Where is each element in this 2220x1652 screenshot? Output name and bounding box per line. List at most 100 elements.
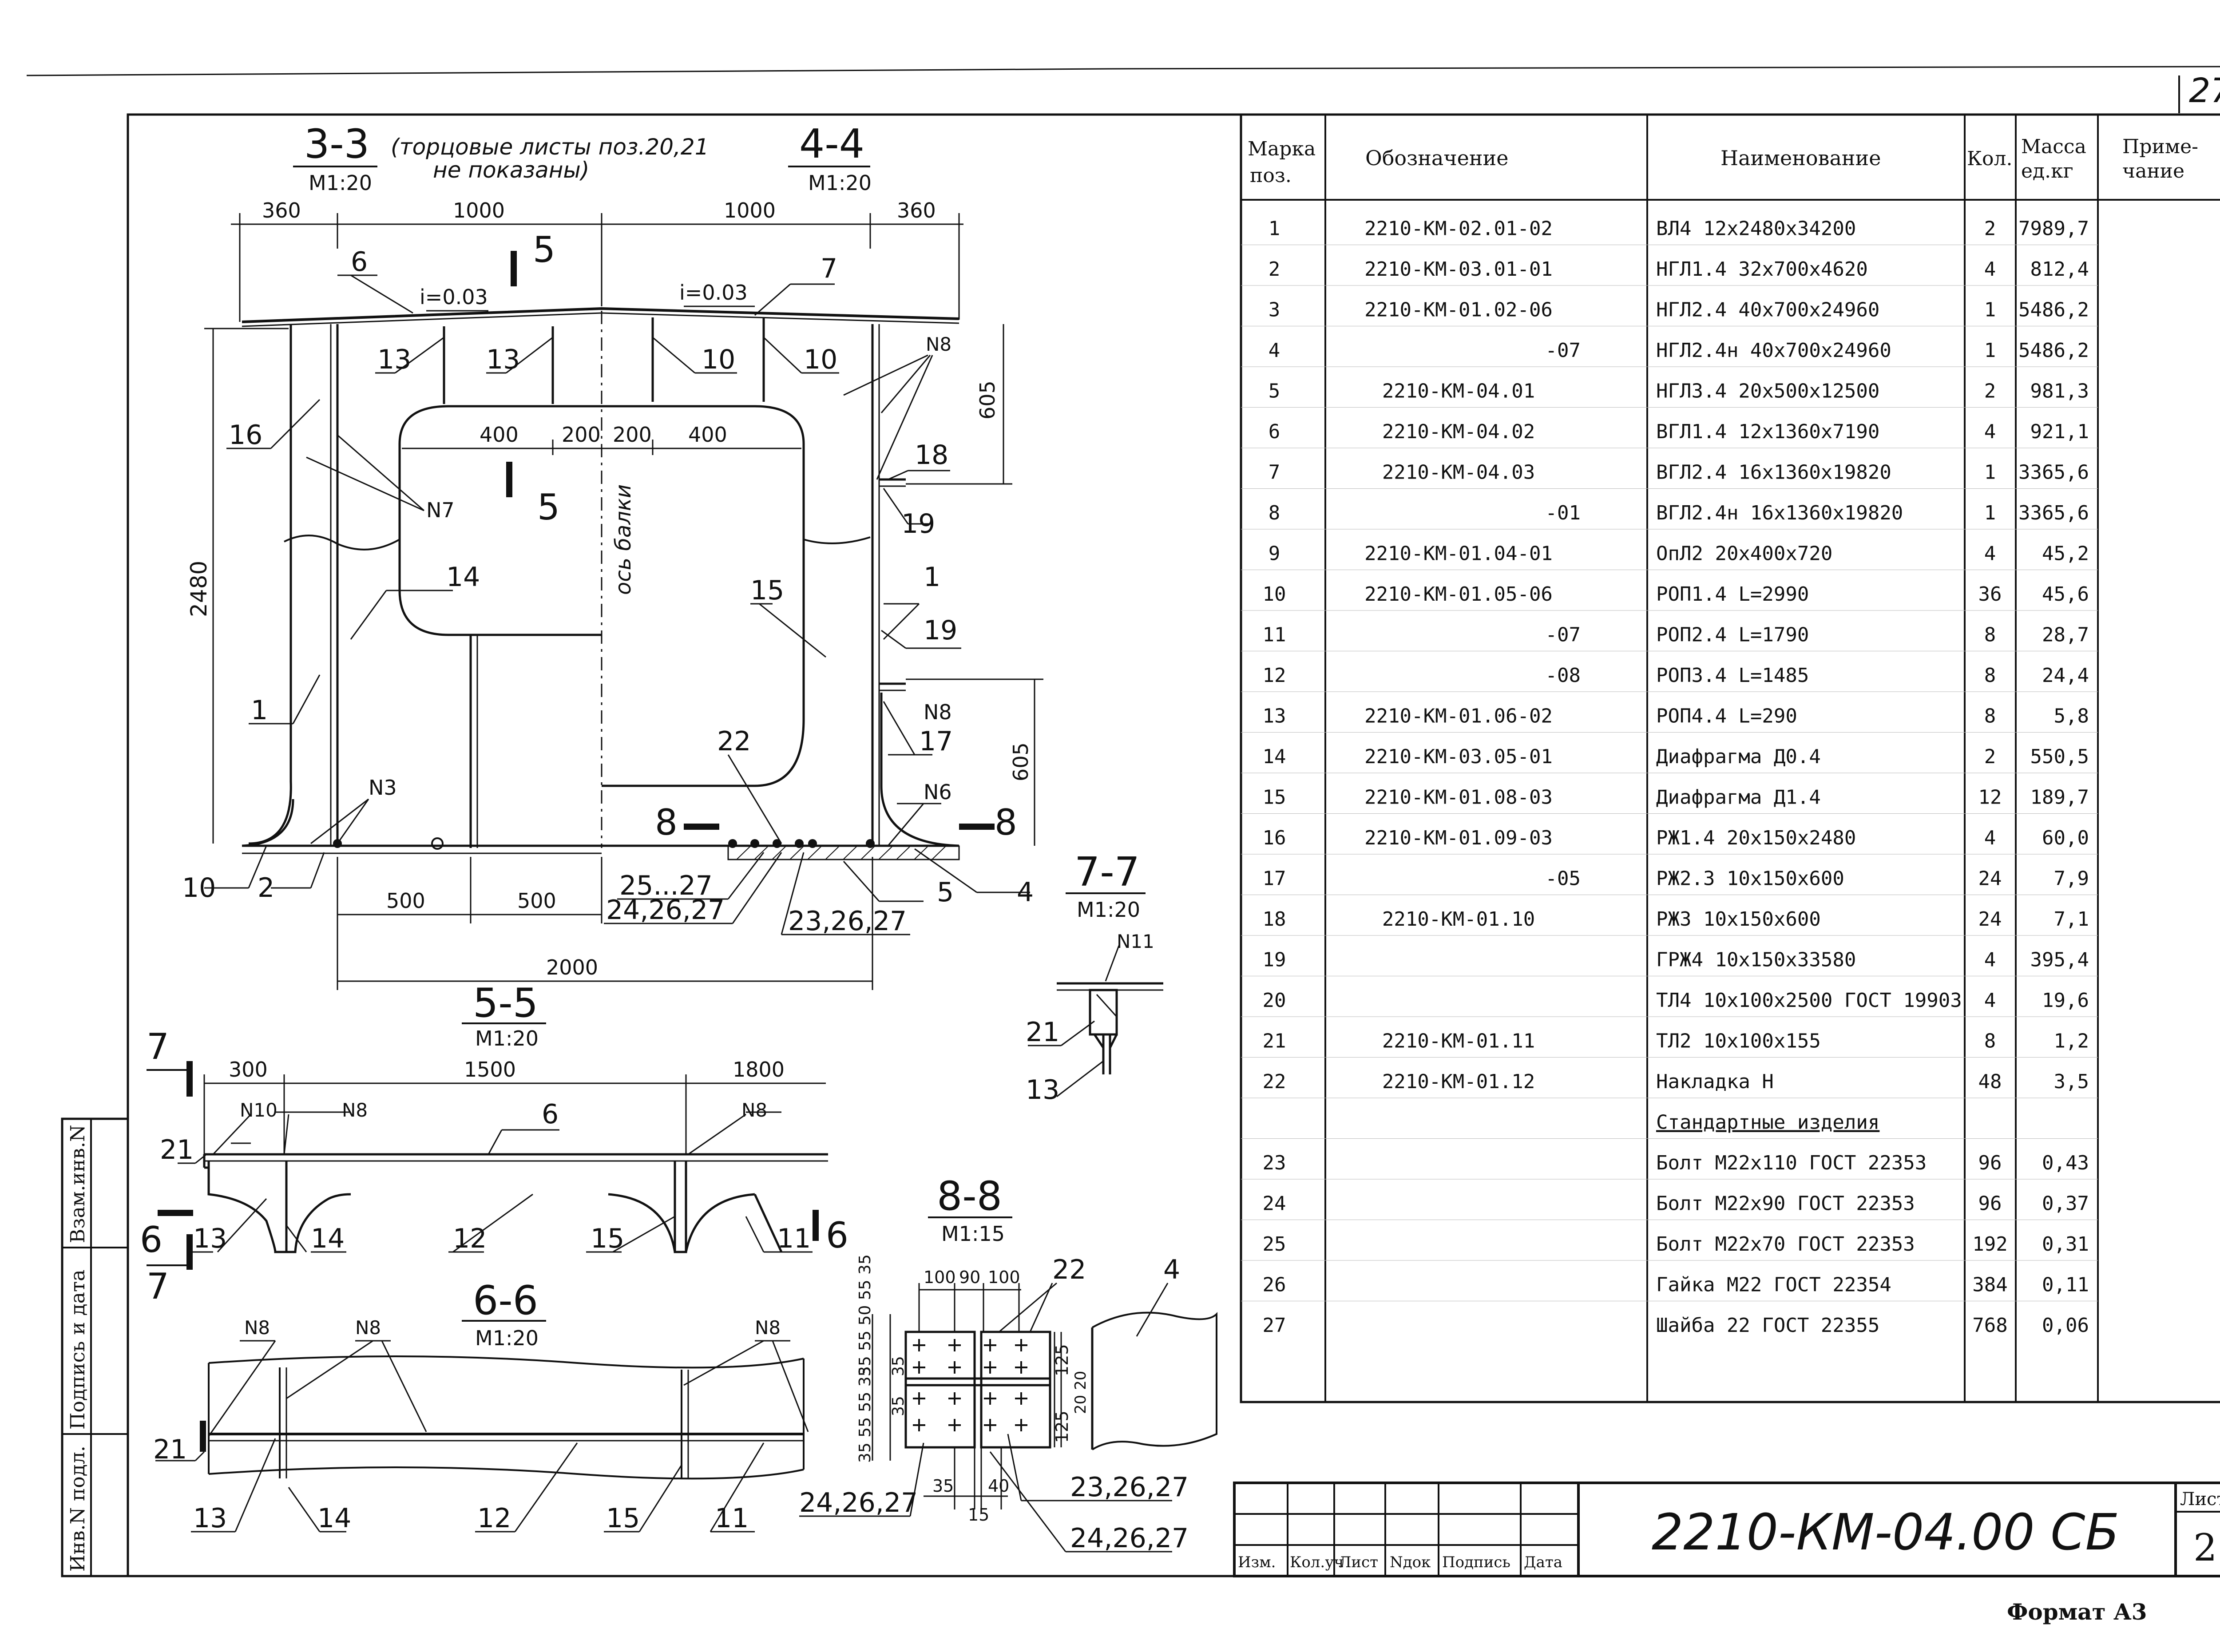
table-header-note: Приме-чание <box>2122 135 2198 182</box>
pos-13-label-66: 13 <box>193 1503 227 1534</box>
table-cell: 7,1 <box>2054 908 2089 931</box>
sheet-frame <box>26 66 2220 1577</box>
cut-5-bottom: 5 <box>537 487 560 528</box>
dim-605-top: 605 <box>975 380 999 420</box>
table-cell: 2210-КМ-03.01-01 <box>1364 258 1553 281</box>
axis-label: ось балки <box>611 484 636 595</box>
table-cell: Шайба 22 ГОСТ 22355 <box>1656 1314 1879 1337</box>
pos-17-label: 17 <box>919 726 953 757</box>
table-cell: 1 <box>1984 339 1996 362</box>
dim-90-88: 90 <box>959 1268 980 1287</box>
table-cell: 384 <box>1972 1274 2007 1296</box>
table-cell: 12 <box>1263 664 1286 687</box>
table-cell: 4 <box>1984 543 1996 565</box>
stamp-col-list: Лист <box>1339 1553 1378 1571</box>
dim-200-left: 200 <box>562 423 601 447</box>
bolt-hole-mark <box>948 1361 961 1374</box>
table-cell: 21 <box>1263 1030 1286 1053</box>
pos-13-label-b: 13 <box>486 344 520 375</box>
section-4-4-title: 4-4 <box>799 121 864 167</box>
pos-19-label-b: 19 <box>924 615 957 646</box>
pos-22-label-88: 22 <box>1052 1254 1086 1285</box>
bolt-hole-mark <box>984 1339 996 1351</box>
table-cell: 7 <box>1269 461 1280 484</box>
dim-100-left-88: 100 <box>924 1268 956 1287</box>
table-cell: 2210-КМ-04.01 <box>1382 380 1535 403</box>
dim-605-bottom: 605 <box>1009 742 1033 781</box>
n8-label-66c: N8 <box>755 1317 781 1339</box>
section-3-3-4-4-view: 3-3 М1:20 (торцовые листы поз.20,21 не п… <box>182 121 1043 990</box>
dim-15-88: 15 <box>968 1505 989 1525</box>
table-cell: -07 <box>1546 339 1581 362</box>
table-cell: 12 <box>1978 786 2002 809</box>
table-cell: 1 <box>1984 502 1996 524</box>
table-cell: 8 <box>1984 624 1996 646</box>
pos-15-label: 15 <box>750 575 784 606</box>
pos-10-label-b: 10 <box>804 344 837 375</box>
table-cell: 0,43 <box>2042 1152 2089 1174</box>
section-7-7-title: 7-7 <box>1074 849 1140 895</box>
cut-8-left: 8 <box>655 802 678 843</box>
bottom-plate-hatch <box>737 846 946 860</box>
n8-label-mid: N8 <box>924 700 952 724</box>
section-7-7-view: 7-7 М1:20 N11 21 13 <box>1026 849 1163 1105</box>
table-cell: ТЛ2 10х100х155 <box>1656 1030 1821 1053</box>
pos-21-label-55: 21 <box>160 1134 194 1165</box>
table-cell: 8 <box>1984 1030 1996 1053</box>
dim-2480: 2480 <box>186 561 212 617</box>
pos-14-label-55: 14 <box>311 1223 345 1254</box>
section-8-8-title: 8-8 <box>937 1173 1002 1220</box>
bolts-24-26-27: 24,26,27 <box>606 895 725 926</box>
vdim-125-top: 125 <box>1052 1344 1072 1376</box>
table-cell: 45,6 <box>2042 583 2089 606</box>
pos-10-label-c: 10 <box>182 872 216 903</box>
table-cell: Стандартные изделия <box>1656 1111 1879 1134</box>
n8-label-66a: N8 <box>244 1317 270 1339</box>
bolt-hole-mark <box>913 1419 925 1431</box>
table-cell: НГЛ1.4 32х700х4620 <box>1656 258 1868 281</box>
bolts-row <box>333 837 875 850</box>
table-cell: 24 <box>1263 1192 1286 1215</box>
table-cell: 23 <box>1263 1152 1286 1174</box>
table-cell: 8 <box>1269 502 1280 524</box>
table-cell: 13 <box>1263 705 1286 728</box>
bolt-hole-mark <box>913 1361 925 1374</box>
table-cell: РЖ3 10х150х600 <box>1656 908 1821 931</box>
pos-13-label-55: 13 <box>193 1223 227 1254</box>
table-cell: 2210-КМ-04.02 <box>1382 420 1535 443</box>
table-cell: 2210-КМ-02.01-02 <box>1364 218 1553 240</box>
side-stamp: Инв.N подл. Подпись и дата Взам.инв.N <box>61 1117 129 1577</box>
title-block: Изм. Кол.уч Лист Nдок Подпись Дата 2210-… <box>1233 1482 2220 1577</box>
stamp-col-izm: Изм. <box>1238 1553 1276 1571</box>
dim-360-right: 360 <box>897 198 936 222</box>
table-cell: НГЛ2.4н 40х700х24960 <box>1656 339 1891 362</box>
vdim-88-top-2: 35 <box>889 1356 908 1376</box>
bolt-hole-mark <box>1015 1392 1027 1405</box>
table-cell: Накладка Н <box>1656 1070 1774 1093</box>
table-cell: 2210-КМ-01.06-02 <box>1364 705 1553 728</box>
table-cell: 48 <box>1978 1070 2002 1093</box>
table-cell: РОП2.4 L=1790 <box>1656 624 1809 646</box>
dim-1000-right: 1000 <box>724 198 776 222</box>
table-cell: 2 <box>1984 218 1996 240</box>
table-cell: 8 <box>1984 705 1996 728</box>
n7-label: N7 <box>426 498 455 522</box>
table-cell: 15 <box>1263 786 1286 809</box>
dim-200-right: 200 <box>613 423 652 447</box>
section-6-6-scale: М1:20 <box>475 1326 539 1350</box>
pos-13-label-77: 13 <box>1026 1074 1059 1105</box>
table-cell: 2 <box>1269 258 1280 281</box>
section-5-5-view: 5-5 М1:20 300 1500 1800 7 7 6 6 <box>140 980 848 1307</box>
cut-8-right: 8 <box>995 802 1017 843</box>
table-cell: 36 <box>1978 583 2002 606</box>
n6-label: N6 <box>924 780 952 804</box>
table-cell: 14 <box>1263 745 1286 768</box>
pos-15-label-55: 15 <box>591 1223 624 1254</box>
vdim-88-bottom-2: 35 <box>889 1396 908 1416</box>
table-cell: Болт М22х110 ГОСТ 22353 <box>1656 1152 1927 1174</box>
pos-2-label: 2 <box>258 872 274 903</box>
table-cell: 28,7 <box>2042 624 2089 646</box>
bolt-hole-mark <box>948 1419 961 1431</box>
dim-40-88: 40 <box>988 1476 1009 1496</box>
